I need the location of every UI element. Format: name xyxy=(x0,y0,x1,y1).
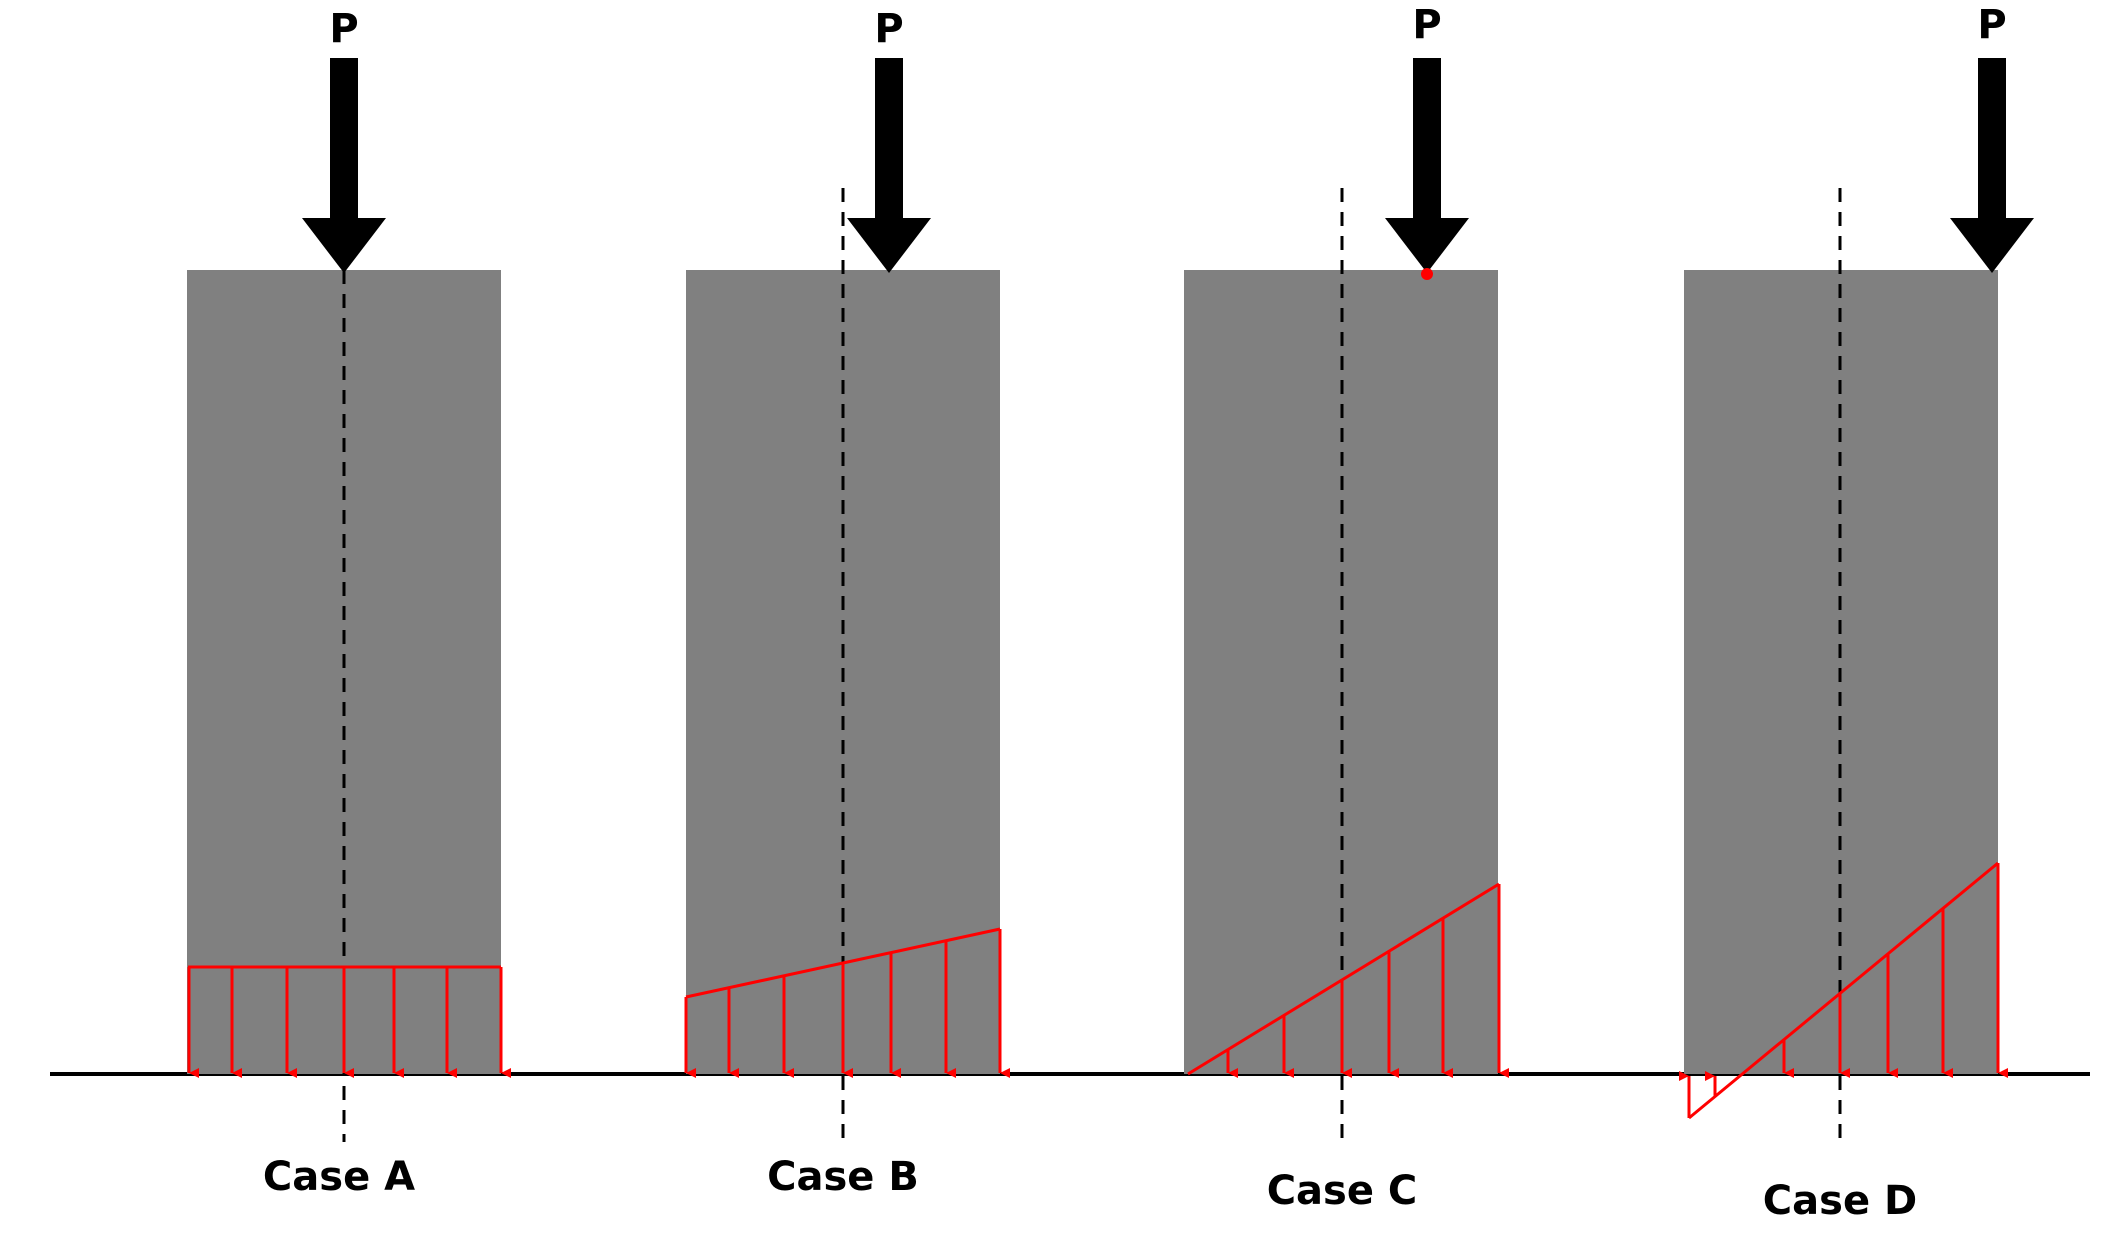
case-label: Case B xyxy=(767,1154,919,1200)
case-label: Case C xyxy=(1267,1168,1418,1214)
pressure-diagram xyxy=(1679,861,2008,1120)
case-d: P Case D xyxy=(1679,2,2034,1224)
case-label: Case D xyxy=(1763,1178,1917,1224)
load-label-p: P xyxy=(329,6,358,52)
pressure-line xyxy=(1187,882,1500,1076)
load-label-p: P xyxy=(1977,2,2006,48)
pressure-diagram xyxy=(187,965,511,1078)
pressure-diagram xyxy=(684,927,1010,1078)
load-arrow-p xyxy=(1950,58,2034,273)
case-a: P Case A xyxy=(187,6,511,1200)
load-label-p: P xyxy=(874,6,903,52)
pressure-line xyxy=(1688,861,1999,1120)
case-label: Case A xyxy=(263,1154,415,1200)
load-arrow-p xyxy=(847,58,931,273)
pressure-diagram xyxy=(1187,882,1509,1078)
load-arrow-p xyxy=(1385,58,1469,273)
case-c: P Case C xyxy=(1184,2,1509,1214)
case-b: P Case B xyxy=(684,6,1010,1200)
load-point xyxy=(1421,268,1433,280)
load-label-p: P xyxy=(1412,2,1441,48)
load-arrow-p xyxy=(302,58,386,273)
